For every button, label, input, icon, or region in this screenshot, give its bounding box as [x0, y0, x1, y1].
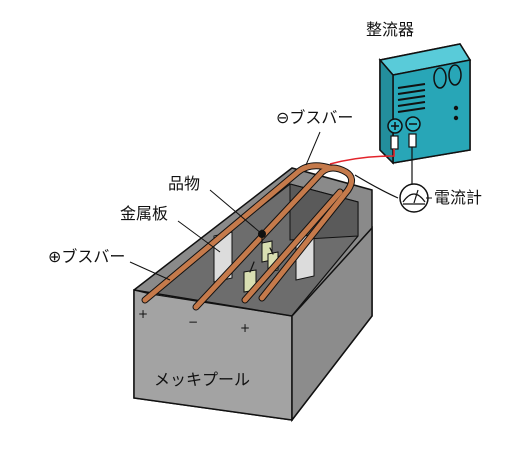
item-label: 品物	[168, 174, 201, 193]
middle-minus-sign: −	[188, 315, 199, 329]
ammeter-icon	[399, 183, 429, 213]
ammeter-label: 電流計	[434, 188, 483, 207]
red-wire	[329, 149, 395, 165]
busbars	[141, 162, 355, 311]
left-plus-sign: +	[138, 307, 149, 321]
rectifier-minus-terminal	[405, 116, 421, 132]
rectifier-label: 整流器	[366, 20, 415, 39]
tank-label: メッキプール	[154, 370, 251, 389]
rectifier-plus-terminal	[387, 118, 403, 134]
right-plus-sign: +	[240, 321, 251, 335]
plus-busbar-label: ⊕ブスバー	[48, 247, 126, 266]
leader-lines	[129, 131, 432, 281]
rectifier-box	[378, 43, 472, 165]
minus-busbar-label: ⊖ブスバー	[276, 108, 354, 127]
metal-plate-label: 金属板	[120, 204, 169, 223]
